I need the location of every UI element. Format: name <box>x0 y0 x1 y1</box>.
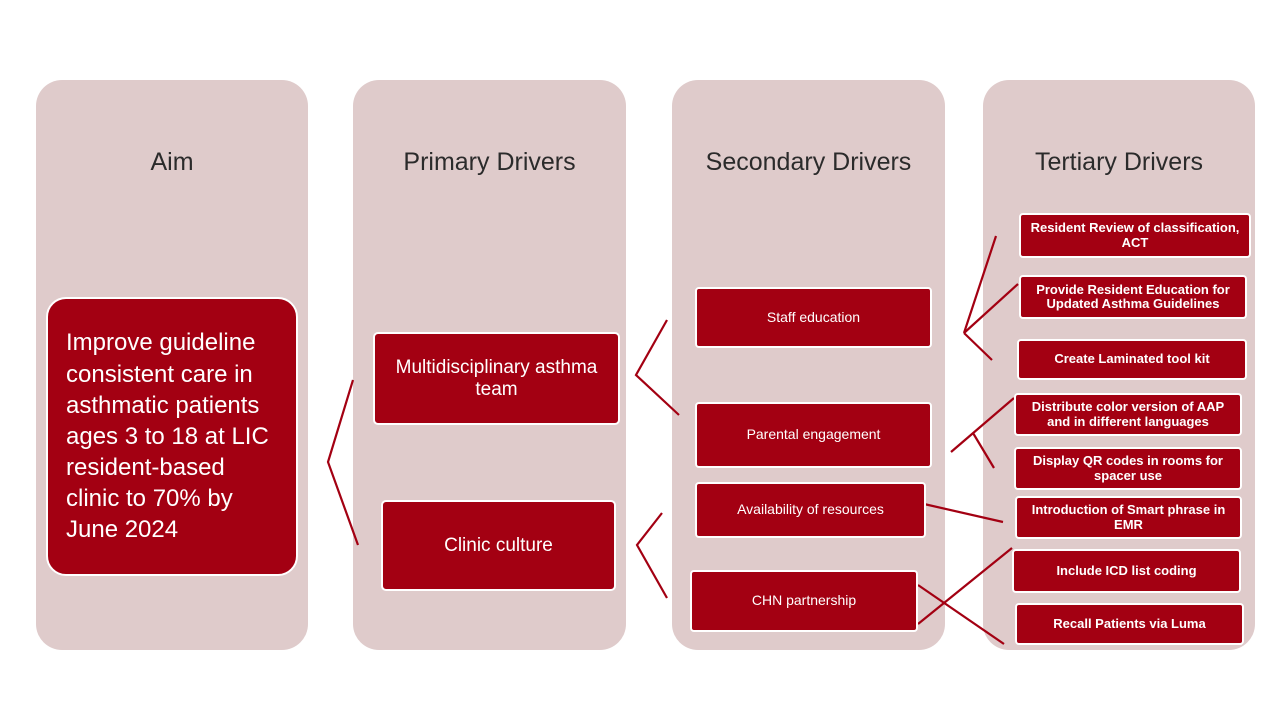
secondary-driver-label: Staff education <box>766 308 861 325</box>
tertiary-driver-resident-review: Resident Review of classification, ACT <box>1019 213 1251 258</box>
secondary-driver-parental-engagement: Parental engagement <box>695 402 932 468</box>
secondary-driver-chn-partnership: CHN partnership <box>690 570 918 632</box>
tertiary-driver-label: Resident Review of classification, ACT <box>1030 220 1240 250</box>
tertiary-driver-recall-luma: Recall Patients via Luma <box>1015 603 1244 645</box>
secondary-drivers-title: Secondary Drivers <box>705 148 912 176</box>
secondary-driver-label: CHN partnership <box>751 592 857 609</box>
tertiary-driver-label: Introduction of Smart phrase in EMR <box>1031 502 1226 532</box>
tertiary-driver-label: Create Laminated tool kit <box>1054 351 1210 367</box>
primary-driver-team: Multidisciplinary asthma team <box>373 332 620 425</box>
tertiary-driver-resident-education: Provide Resident Education for Updated A… <box>1019 275 1247 319</box>
aim-statement-box: Improve guideline consistent care in ast… <box>46 297 298 576</box>
aim-column-title: Aim <box>150 148 194 176</box>
tertiary-driver-toolkit: Create Laminated tool kit <box>1017 339 1247 380</box>
tertiary-drivers-title: Tertiary Drivers <box>1034 148 1204 176</box>
secondary-driver-label: Availability of resources <box>737 501 884 518</box>
secondary-driver-availability: Availability of resources <box>695 482 926 538</box>
tertiary-driver-label: Distribute color version of AAP and in d… <box>1031 399 1225 429</box>
tertiary-driver-qr-codes: Display QR codes in rooms for spacer use <box>1014 447 1242 490</box>
secondary-driver-label: Parental engagement <box>746 426 881 443</box>
primary-driver-label: Multidisciplinary asthma team <box>395 357 598 400</box>
tertiary-driver-smart-phrase: Introduction of Smart phrase in EMR <box>1015 496 1242 539</box>
tertiary-driver-label: Include ICD list coding <box>1056 562 1197 578</box>
tertiary-driver-label: Recall Patients via Luma <box>1053 615 1206 631</box>
secondary-driver-staff-education: Staff education <box>695 287 932 348</box>
tertiary-driver-label: Provide Resident Education for Updated A… <box>1036 281 1230 311</box>
aim-statement-text: Improve guideline consistent care in ast… <box>66 329 269 544</box>
tertiary-driver-icd-coding: Include ICD list coding <box>1012 549 1241 593</box>
primary-drivers-title: Primary Drivers <box>403 148 576 176</box>
tertiary-driver-aap-languages: Distribute color version of AAP and in d… <box>1014 393 1242 436</box>
culture-to-secondary-connector <box>635 512 668 599</box>
primary-driver-culture: Clinic culture <box>381 500 616 591</box>
secondary-drivers-column: Secondary Drivers <box>672 80 945 650</box>
primary-driver-label: Clinic culture <box>444 534 553 556</box>
tertiary-driver-label: Display QR codes in rooms for spacer use <box>1033 453 1223 483</box>
